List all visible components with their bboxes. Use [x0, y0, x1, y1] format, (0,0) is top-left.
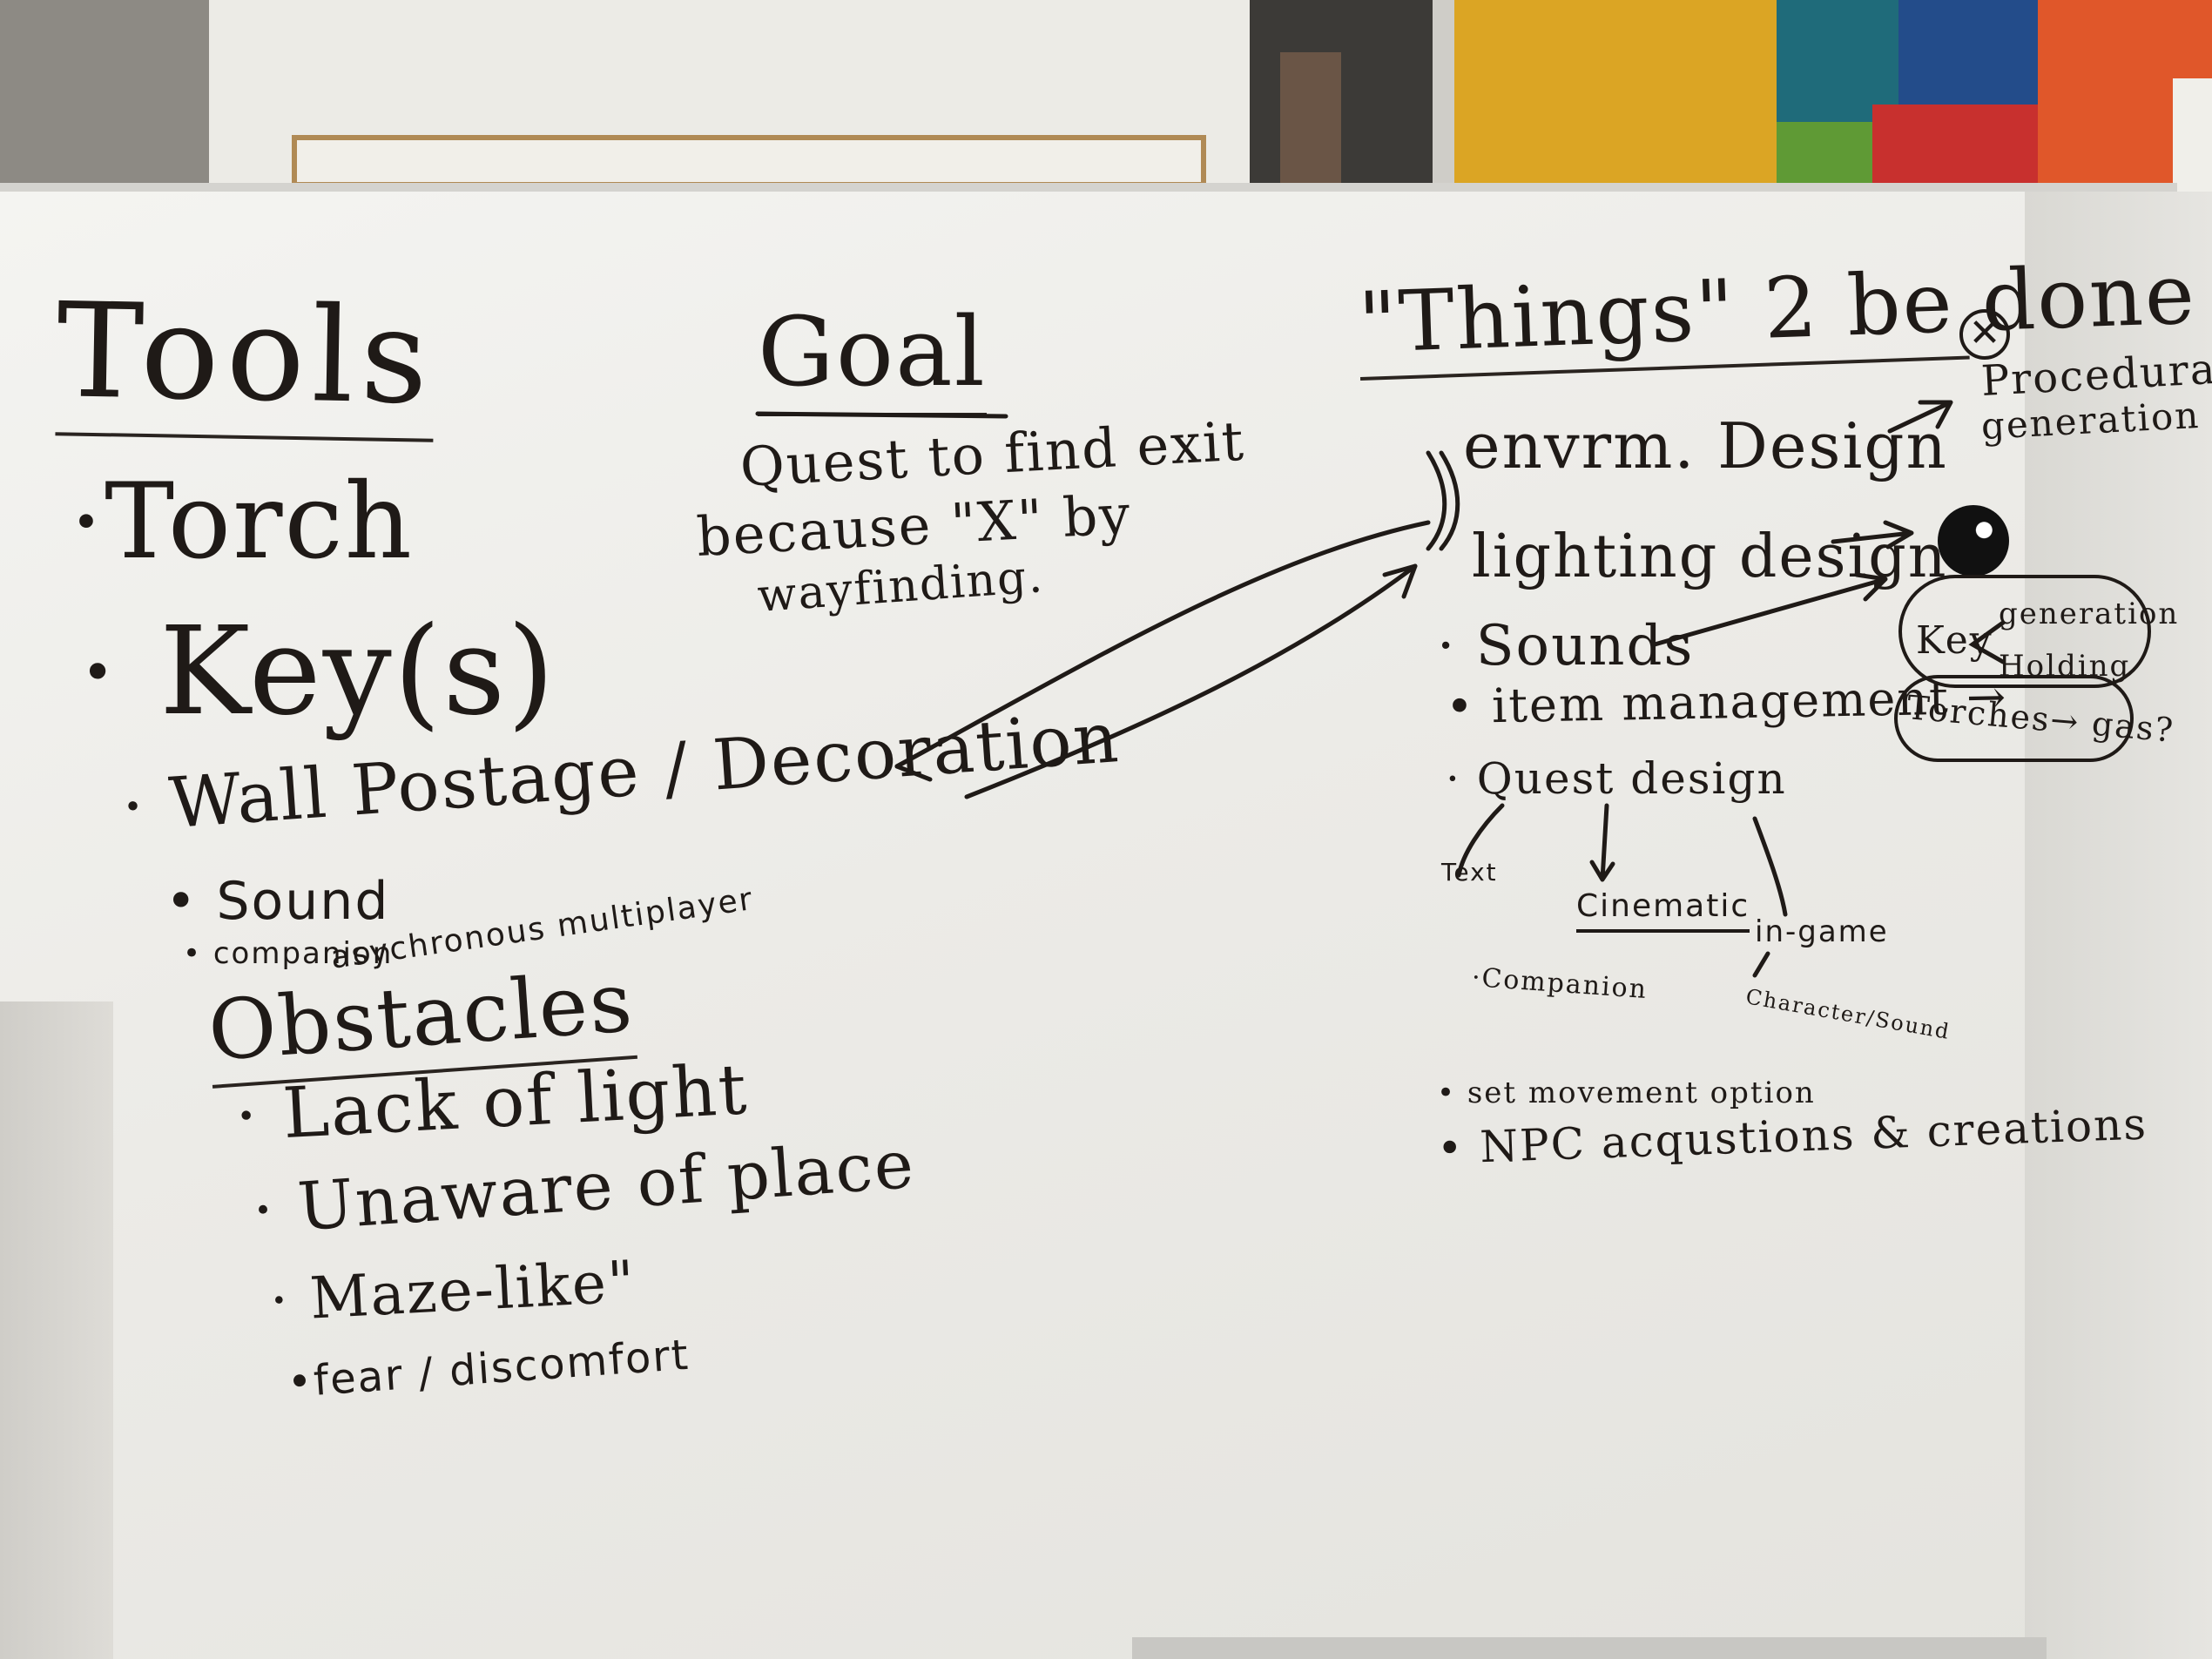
- quest-branch-cinematic: [1589, 803, 1615, 882]
- things-key-generation: generation: [1999, 597, 2180, 631]
- arrow-head-left: [894, 745, 934, 782]
- tools-item-sound: • Sound: [165, 871, 390, 932]
- quest-branch-in-game: [1752, 816, 1788, 917]
- key-holding-bubble: [1898, 575, 2151, 688]
- goal-underline: [755, 411, 1008, 419]
- crossed-circle-icon: ✕: [1959, 309, 2010, 360]
- key-fork: [1968, 620, 2006, 664]
- things-set-movement: • set movement option: [1437, 1076, 1816, 1110]
- background-door-panel: [1280, 52, 1341, 200]
- things-lighting-design: lighting design: [1472, 523, 1948, 591]
- arrow-head-right: [1382, 563, 1418, 599]
- quest-branch-text: [1456, 803, 1505, 878]
- things-cinematic: Cinematic: [1576, 888, 1750, 933]
- bracket-stroke: [1426, 450, 1447, 551]
- arrow-sounds: [1652, 572, 1888, 647]
- arrow-envrm-procedural: [1887, 400, 1953, 434]
- whiteboard: [0, 183, 2177, 1659]
- tools-item-companion: • companion: [183, 936, 394, 971]
- things-in-game: in-game: [1755, 914, 1889, 949]
- things-envrm-design: envrm. Design: [1463, 409, 1948, 482]
- whiteboard-left-edge: [0, 1001, 113, 1659]
- background-wall-left: [0, 0, 226, 200]
- tools-item-keys: · Key(s): [78, 601, 556, 743]
- arrow-to-decoration: [894, 520, 1431, 769]
- torches-bubble: [1894, 675, 2134, 762]
- whiteboard-tray: [1132, 1637, 2047, 1659]
- arrow-to-things: [964, 563, 1418, 799]
- tools-item-torch: ·Torch: [70, 462, 414, 583]
- things-quest-design: · Quest design: [1446, 753, 1787, 804]
- bracket-stroke-2: [1439, 450, 1460, 551]
- things-text: Text: [1441, 858, 1498, 887]
- things-sounds: · Sounds: [1437, 614, 1695, 678]
- in-game-tick: [1752, 951, 1770, 978]
- arrow-lighting-yinyang: [1831, 520, 1914, 550]
- background-yellow-wall: [1454, 0, 1777, 200]
- whiteboard-right-edge: [2025, 192, 2212, 1659]
- yin-yang-icon: [1938, 505, 2009, 577]
